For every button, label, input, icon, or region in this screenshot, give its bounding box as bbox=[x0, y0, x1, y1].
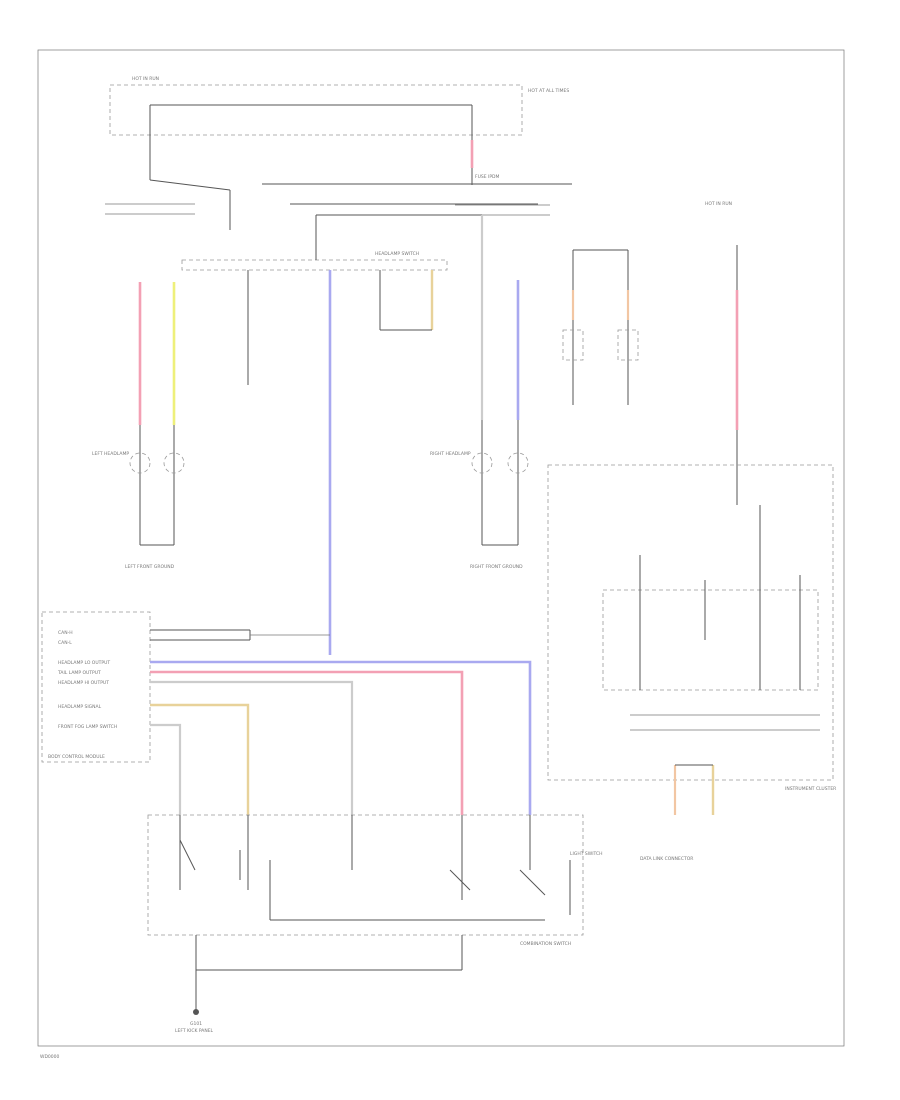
tail-pink-wire bbox=[150, 670, 464, 815]
left-headlamp-bulb-a bbox=[129, 452, 151, 474]
signal-tan-wire bbox=[150, 703, 250, 815]
headlamp-lo-label: HEADLAMP LO OUTPUT bbox=[58, 660, 110, 666]
fuse-block-label: HOT IN RUN bbox=[132, 76, 159, 82]
tail-lamp-label: TAIL LAMP OUTPUT bbox=[57, 670, 101, 676]
left-headlamp-bulb-b bbox=[163, 452, 185, 474]
light-switch-label: LIGHT SWITCH bbox=[570, 851, 603, 857]
right-headlamp-bulb-b bbox=[507, 452, 529, 474]
combination-switch-box bbox=[147, 814, 584, 936]
side-b-box bbox=[617, 329, 639, 361]
left-ground-label: LEFT FRONT GROUND bbox=[125, 564, 175, 570]
connector-row bbox=[181, 259, 448, 271]
ic-note: FUSE IPDM bbox=[475, 174, 500, 180]
kick-panel-label: LEFT KICK PANEL bbox=[175, 1028, 214, 1034]
headlamp-signal-label: HEADLAMP SIGNAL bbox=[58, 704, 102, 710]
right-fuse-label: HOT IN RUN bbox=[705, 201, 732, 207]
instrument-inner-box bbox=[602, 589, 819, 691]
instrument-cluster-box bbox=[547, 464, 834, 781]
fog-gray-wire bbox=[150, 723, 182, 815]
can-l-label: CAN-L bbox=[58, 640, 72, 646]
switch-d-blade bbox=[449, 869, 471, 891]
ground-symbol bbox=[193, 1009, 199, 1015]
hi-blue-wire bbox=[150, 660, 532, 815]
bcm-label: BODY CONTROL MODULE bbox=[48, 754, 105, 760]
outer-border bbox=[37, 49, 845, 1047]
right-headlamp-label: RIGHT HEADLAMP bbox=[430, 451, 471, 457]
bcm-box bbox=[41, 611, 151, 763]
instrument-label: INSTRUMENT CLUSTER bbox=[785, 786, 836, 792]
g-ground-label: G101 bbox=[190, 1021, 202, 1027]
right-ground-label: RIGHT FRONT GROUND bbox=[470, 564, 523, 570]
hot-at-all-label: HOT AT ALL TIMES bbox=[528, 88, 569, 94]
data-link-label: DATA LINK CONNECTOR bbox=[640, 856, 693, 862]
left-headlamp-label: LEFT HEADLAMP bbox=[92, 451, 129, 457]
side-a-box bbox=[562, 329, 584, 361]
combo-switch-label: COMBINATION SWITCH bbox=[520, 941, 571, 947]
left-feed-diag bbox=[149, 179, 231, 191]
switch-e-blade bbox=[519, 869, 546, 896]
can-h-label: CAN-H bbox=[58, 630, 73, 636]
connector-label: HEADLAMP SWITCH bbox=[375, 251, 419, 257]
switch-a-blade bbox=[179, 839, 196, 871]
headlamp-hi-label: HEADLAMP HI OUTPUT bbox=[58, 680, 109, 686]
footer-code: WD0000 bbox=[40, 1054, 60, 1060]
right-headlamp-bulb-a bbox=[471, 452, 493, 474]
lo-gray-wire bbox=[150, 680, 354, 815]
fuse-block-box bbox=[109, 84, 523, 136]
front-fog-label: FRONT FOG LAMP SWITCH bbox=[58, 724, 117, 730]
